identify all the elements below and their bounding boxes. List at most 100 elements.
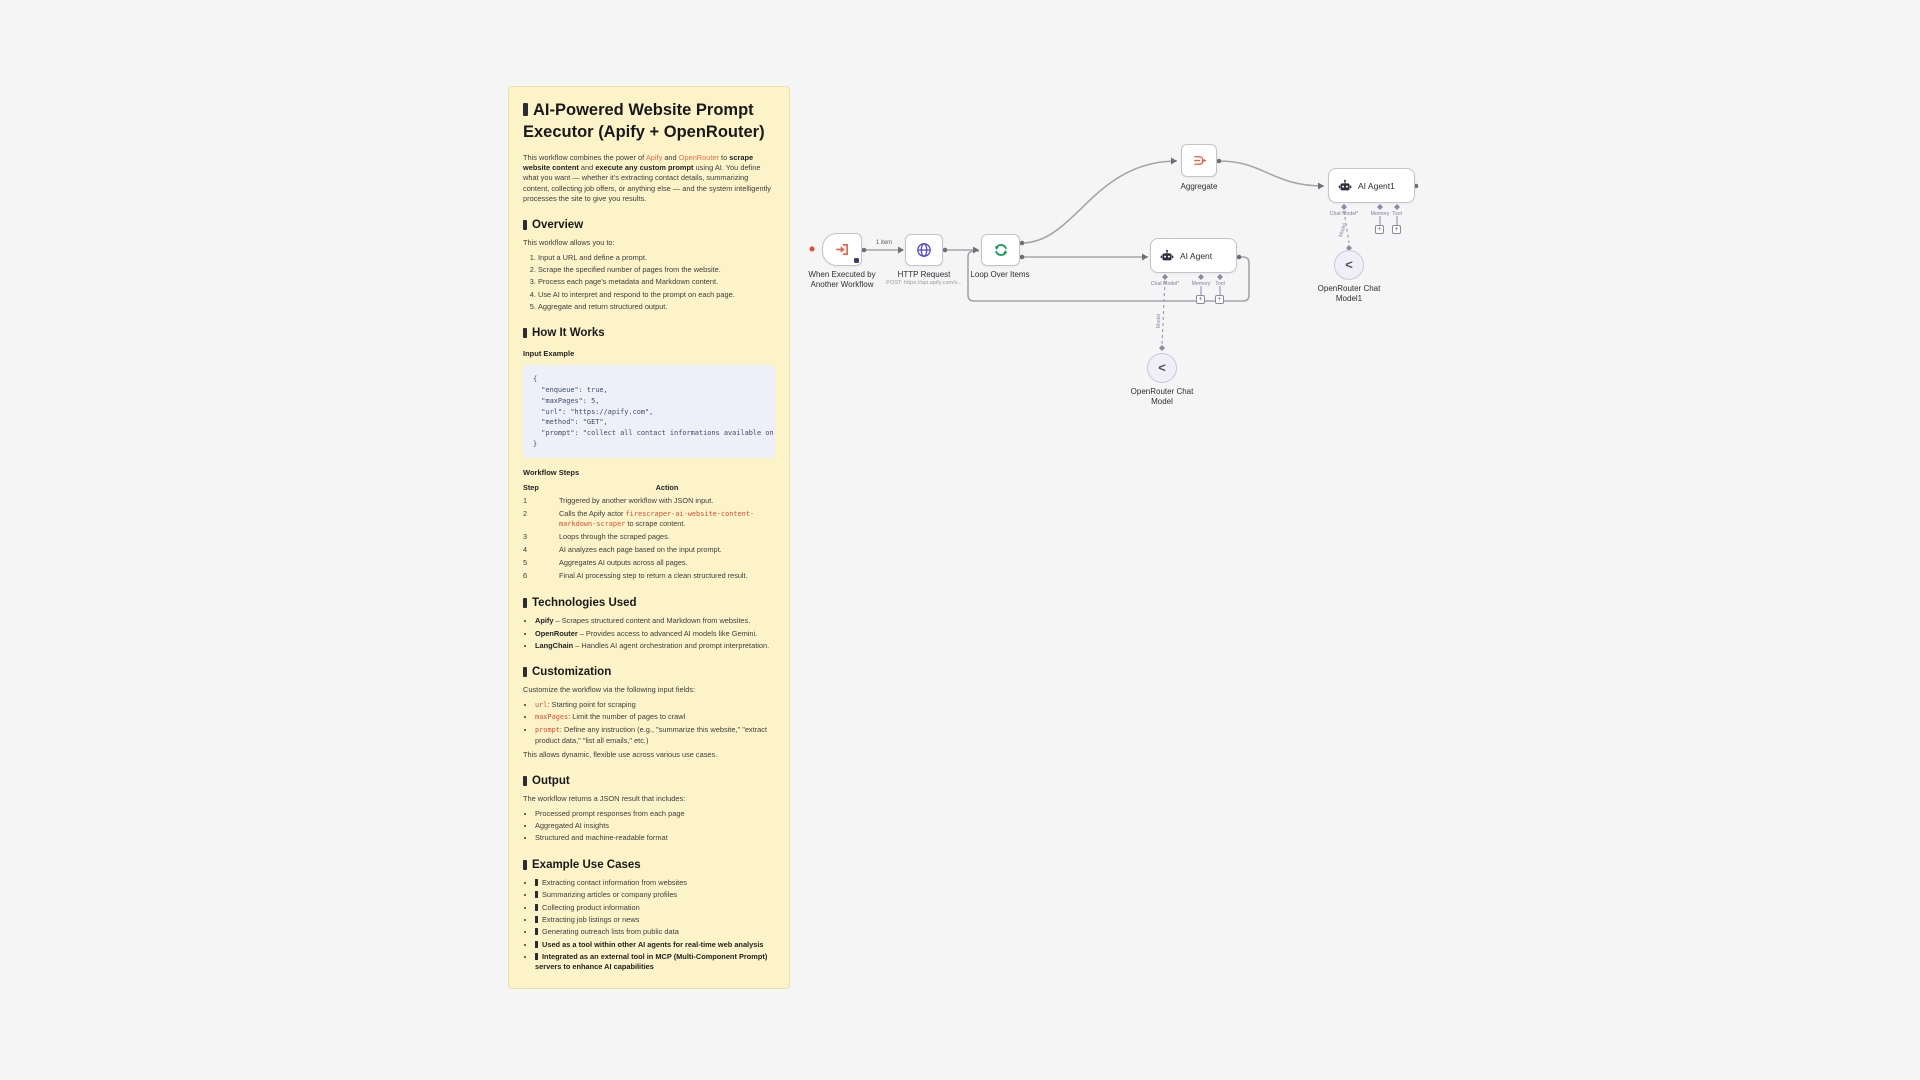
port-label-tool: Tool [1215,281,1225,287]
actor-name-code: firescraper-ai-website-content-markdown-… [559,509,755,529]
output-lead: The workflow returns a JSON result that … [523,794,686,804]
list-item: LangChain – Handles AI agent orchestrati… [535,641,775,651]
glyph-box-icon [535,878,538,886]
aggregate-icon [1193,156,1206,165]
add-tool-button[interactable]: + [1215,295,1224,304]
port-diamond-icon [1162,274,1168,280]
section-heading-credentials: API Credentials Required [523,988,775,989]
node-label-aggregate: Aggregate [1180,182,1218,191]
intro-paragraph: This workflow combines the power of Apif… [523,152,771,203]
workflow-steps-table: Step Action 1 Triggered by another workf… [523,481,775,582]
node-label-ai-agent1: AI Agent1 [1358,180,1395,191]
technologies-list: Apify – Scrapes structured content and M… [523,616,775,651]
port-label-chat-model: Chat Model* [1150,281,1180,287]
execute-workflow-trigger-icon [835,244,848,255]
output-port-dot [1019,254,1025,260]
openrouter-icon: < [1158,360,1166,375]
list-item: Scrape the specified number of pages fro… [538,265,775,275]
node-label-loop-over-items: Loop Over Items [970,270,1030,279]
list-item: OpenRouter – Provides access to advanced… [535,629,775,639]
heading-bar-icon [523,859,527,870]
table-row: 2 Calls the Apify actor firescraper-ai-w… [523,508,755,529]
customization-list: url: Starting point for scraping maxPage… [523,700,775,746]
port-diamond-icon [1341,204,1347,210]
table-row: 6 Final AI processing step to return a c… [523,570,748,580]
list-item: Extracting job listings or news [535,915,775,925]
port-label-memory: Memory [1191,281,1211,287]
port-label-tool: Tool [1392,211,1402,217]
list-item: prompt: Define any instruction (e.g., "s… [535,725,775,746]
apify-link[interactable]: Apify [645,152,663,162]
node-label-http-request: HTTP Request [897,270,951,279]
list-item: Collecting product information [535,903,775,913]
input-example-label: Input Example [523,349,575,359]
list-item: Summarizing articles or company profiles [535,890,775,900]
table-row: 4 AI analyzes each page based on the inp… [523,545,722,555]
glyph-box-icon [535,915,538,923]
node-loop-over-items[interactable] [981,234,1020,266]
node-aggregate[interactable] [1181,144,1217,177]
input-arrow-icon [1142,253,1148,261]
input-arrow-icon [898,246,904,254]
input-arrow-icon [1318,182,1324,190]
sticky-note[interactable]: AI-Powered Website Prompt Executor (Apif… [508,86,790,989]
section-heading-use-cases: Example Use Cases [523,859,775,871]
overview-list: Input a URL and define a prompt. Scrape … [523,253,775,313]
table-row: 3 Loops through the scraped pages. [523,532,670,542]
add-memory-button[interactable]: + [1375,225,1384,234]
edge-items-count-label: 1 item [875,240,893,246]
robot-icon [1160,249,1174,260]
add-tool-button[interactable]: + [1392,225,1401,234]
glyph-box-icon [535,952,538,960]
node-label-openrouter-chat-model1: OpenRouter Chat Model1 [1317,284,1381,304]
list-item: Apify – Scrapes structured content and M… [535,616,775,626]
edge-aggregate-agent1 [1218,160,1325,187]
list-item: url: Starting point for scraping [535,700,775,711]
use-cases-list: Extracting contact information from webs… [523,878,775,973]
list-item: Aggregated AI insights [535,821,775,831]
glyph-box-icon [535,891,538,899]
output-port-dot [861,247,867,253]
input-arrow-icon [1171,157,1177,165]
list-item: Input a URL and define a prompt. [538,253,775,263]
add-memory-button[interactable]: + [1196,295,1205,304]
node-openrouter-chat-model[interactable]: < [1147,353,1177,383]
node-label-openrouter-chat-model: OpenRouter Chat Model [1130,387,1194,407]
sticky-title: AI-Powered Website Prompt Executor (Apif… [523,100,775,144]
heading-bar-icon [523,667,527,678]
node-ai-agent[interactable]: AI Agent [1150,238,1237,273]
section-heading-customization: Customization [523,666,775,678]
node-ai-agent1[interactable]: AI Agent1 [1328,168,1415,203]
heading-bar-icon [523,328,527,339]
workflow-steps-label: Workflow Steps [523,468,580,478]
openrouter-link[interactable]: OpenRouter [678,152,719,162]
node-label-ai-agent: AI Agent [1180,250,1213,261]
section-heading-how-it-works: How It Works [523,327,775,339]
node-openrouter-chat-model1[interactable]: < [1334,250,1364,280]
list-item: Used as a tool within other AI agents fo… [535,940,775,950]
port-diamond-icon [1394,204,1400,210]
list-item: Generating outreach lists from public da… [535,927,775,937]
port-diamond-icon [1217,274,1223,280]
edge-agent-loopback [967,250,1250,302]
node-http-request[interactable] [905,234,943,266]
node-when-executed-by-another-workflow[interactable] [822,233,862,266]
port-label-memory: Memory [1370,211,1390,217]
input-example-code-block: { "enqueue": true, "maxPages": 5, "url":… [523,365,775,459]
customization-note: This allows dynamic, flexible use across… [523,750,718,760]
output-port-dot [942,247,948,253]
port-diamond-icon [1198,274,1204,280]
section-heading-output: Output [523,775,775,787]
globe-icon [917,243,931,257]
glyph-box-icon [535,928,538,936]
edge-loop-aggregate [1021,160,1178,244]
list-item: maxPages: Limit the number of pages to c… [535,712,775,723]
section-heading-overview: Overview [523,219,775,231]
heading-bar-icon [523,776,527,787]
heading-bar-icon [523,598,527,609]
port-diamond-icon [1159,345,1165,351]
output-port-dot [1216,158,1222,164]
list-item: Process each page's metadata and Markdow… [538,277,775,287]
